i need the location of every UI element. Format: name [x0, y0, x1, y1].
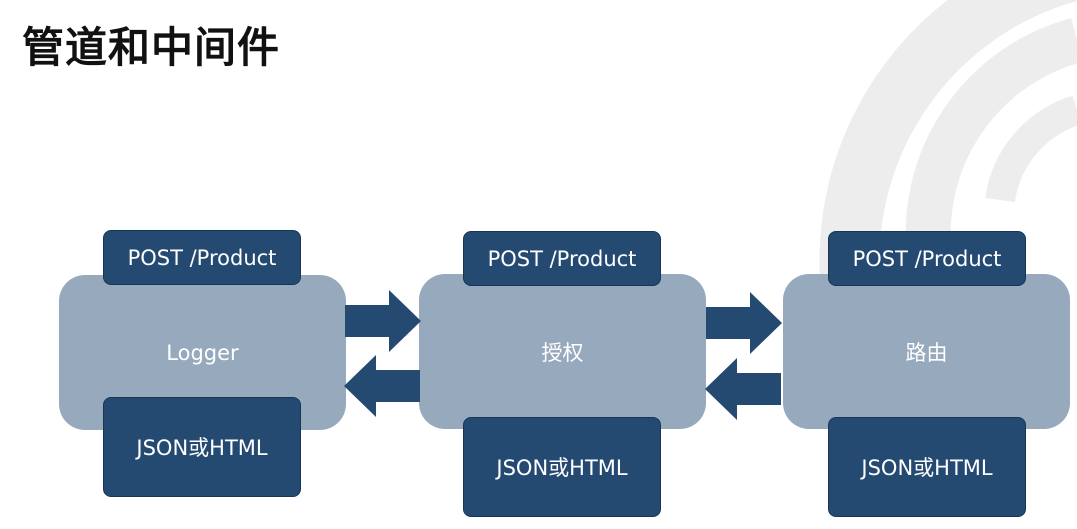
arrow-right-icon — [345, 290, 421, 352]
request-label: POST /Product — [127, 245, 277, 270]
response-tag: JSON或HTML — [463, 417, 661, 517]
arrow-right-icon — [706, 292, 782, 354]
response-tag: JSON或HTML — [828, 417, 1026, 517]
response-label: JSON或HTML — [861, 456, 993, 480]
stage-label: 授权 — [541, 340, 584, 365]
request-label: POST /Product — [852, 246, 1002, 271]
stage-routing: 路由 — [783, 274, 1070, 429]
arrow-left-icon — [705, 358, 781, 420]
arrow-left-icon — [344, 355, 420, 417]
page-title: 管道和中间件 — [22, 23, 281, 72]
request-tag: POST /Product — [103, 230, 301, 285]
response-label: JSON或HTML — [496, 456, 628, 480]
request-tag: POST /Product — [463, 231, 661, 286]
stage-auth: 授权 — [419, 274, 706, 429]
stage-label: 路由 — [905, 340, 948, 365]
response-tag: JSON或HTML — [103, 397, 301, 497]
stage-label: Logger — [166, 340, 239, 365]
request-label: POST /Product — [487, 246, 637, 271]
response-label: JSON或HTML — [136, 436, 268, 460]
request-tag: POST /Product — [828, 231, 1026, 286]
